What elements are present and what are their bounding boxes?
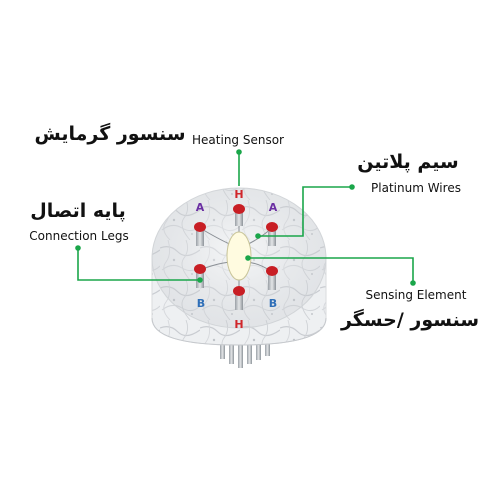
leader-platinum-wires	[258, 186, 352, 237]
leg-4	[247, 338, 252, 364]
pin-top-right-head	[266, 222, 278, 232]
pin-top-h-stem	[235, 210, 243, 226]
leg-5	[256, 336, 261, 360]
pin-label-top-h: H	[234, 188, 243, 201]
pin-bottom-h-stem	[235, 292, 243, 310]
sensing-element	[226, 231, 252, 281]
leg-1	[220, 335, 225, 359]
leader-connection-legs	[77, 248, 200, 281]
connection-legs	[220, 334, 270, 368]
leg-2	[229, 338, 234, 364]
pin-label-top-right-a: A	[269, 201, 278, 214]
leg-6	[265, 334, 270, 356]
pin-top-left-head	[194, 222, 206, 232]
pin-label-bottom-h: H	[234, 318, 243, 331]
pin-bottom-right-head	[266, 266, 278, 276]
leg-3	[238, 340, 243, 368]
pin-top-right-stem	[268, 228, 276, 246]
platinum-wires-en-label: Platinum Wires	[371, 181, 461, 195]
pin-bottom-h-head	[233, 286, 245, 296]
leader-lines	[75, 149, 416, 286]
pin-label-bottom-left-b: B	[197, 297, 205, 310]
pin-label-bottom-right-b: B	[269, 297, 277, 310]
pin-label-top-left-a: A	[196, 201, 205, 214]
pin-top-h-head	[233, 204, 245, 214]
sensing-element-fa-label: سنسور /حسگر	[340, 308, 479, 331]
leader-sensing-element	[248, 257, 414, 283]
sensing-element-en-label: Sensing Element	[366, 288, 467, 302]
heating-sensor-fa-label: سنسور گرمایش	[35, 122, 186, 145]
connection-legs-fa-label: پایه اتصال	[30, 200, 126, 222]
pin-bottom-left-head	[194, 264, 206, 274]
heating-sensor-en-label: Heating Sensor	[192, 133, 284, 147]
pin-top-left-stem	[196, 228, 204, 246]
platinum-wires-fa-label: سیم پلاتین	[357, 151, 459, 173]
pin-bottom-right-stem	[268, 272, 276, 290]
pins	[194, 204, 278, 310]
connection-legs-en-label: Connection Legs	[29, 229, 128, 243]
